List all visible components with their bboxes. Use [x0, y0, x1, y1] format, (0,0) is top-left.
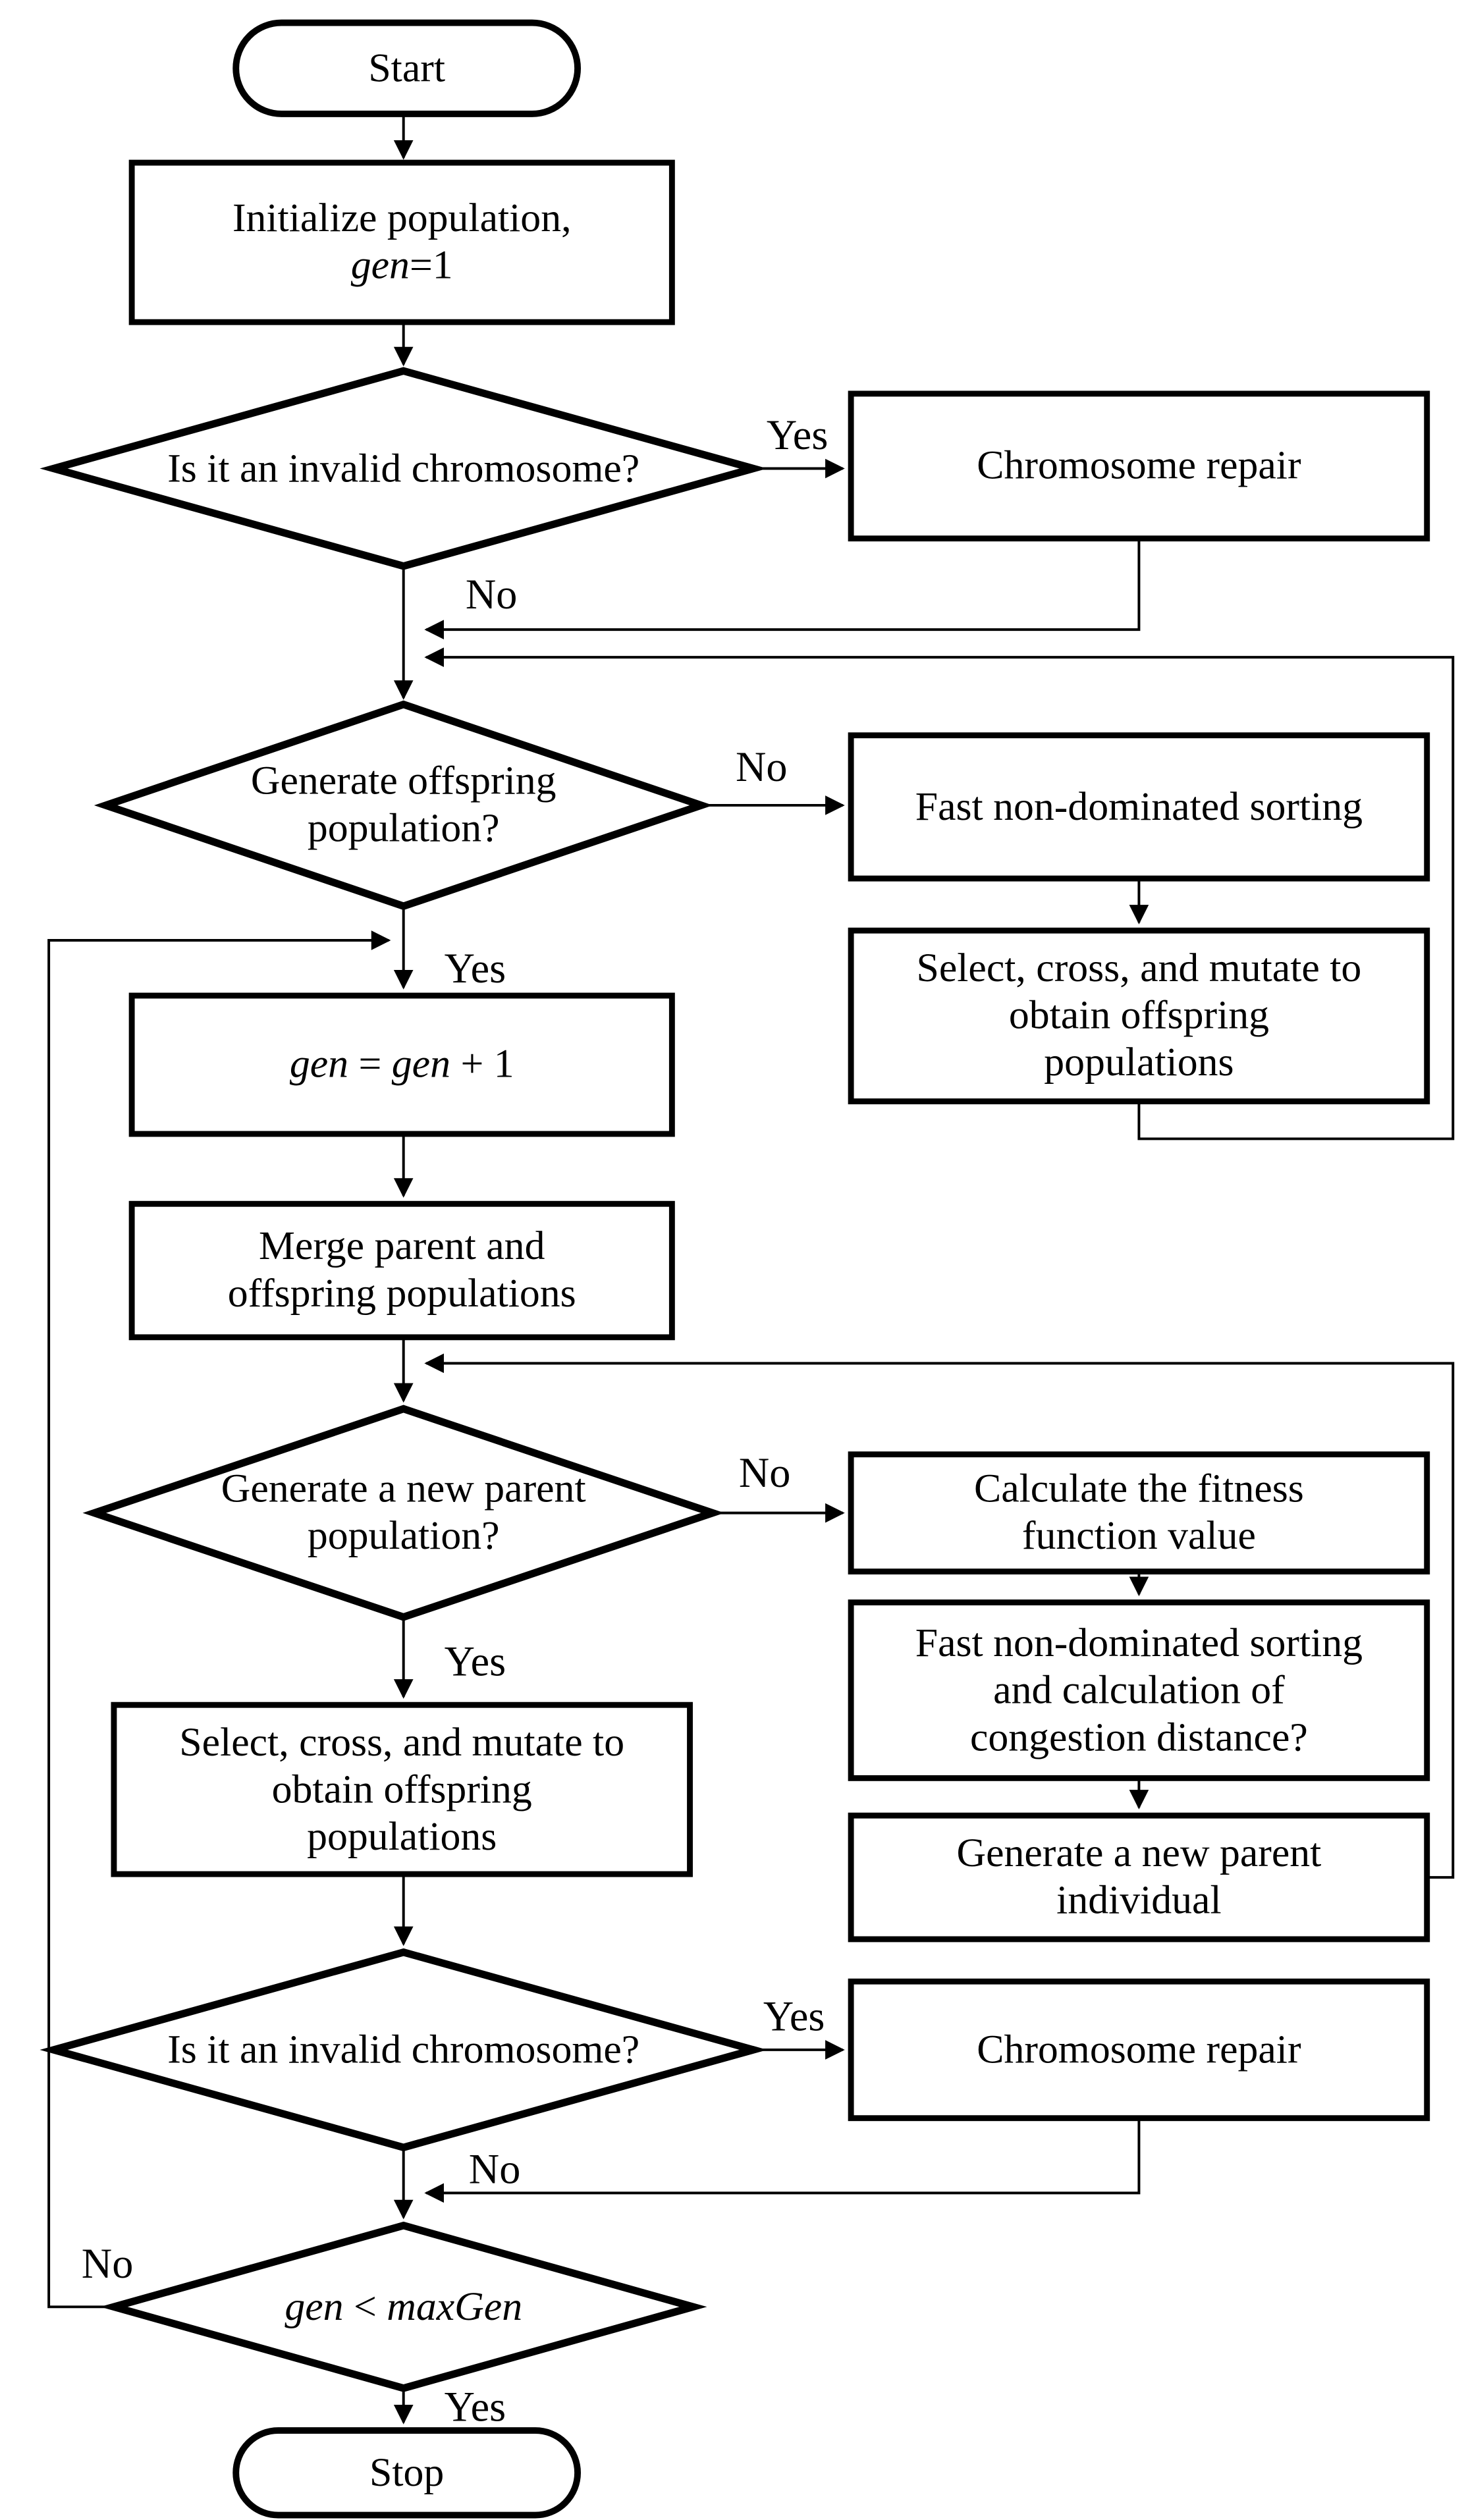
edge-label-invalid2-no: No	[468, 2145, 521, 2193]
new-parent-population-label: Generate a new parent population?	[221, 1467, 586, 1559]
edge-label-invalid2-yes: Yes	[763, 1993, 825, 2041]
process-gen-increment-shape	[128, 992, 675, 1137]
stop-terminator-shape	[232, 2427, 582, 2519]
edge-label-offspring-yes: Yes	[444, 945, 506, 993]
flow-maxgen-no-loop	[47, 930, 391, 2309]
fast-sorting-1-label: Fast non-dominated sorting	[915, 785, 1363, 829]
edge-label-newparent-yes: Yes	[444, 1638, 506, 1686]
process-fast-sorting-1-shape	[848, 732, 1430, 882]
chromosome-repair-2-label: Chromosome repair	[977, 2027, 1301, 2072]
initialize-population-line1: Initialize population,	[232, 196, 572, 241]
process-initialize-population-shape	[128, 159, 675, 325]
invalid-chromosome-1-label: Is it an invalid chromosome?	[167, 446, 640, 491]
edge-label-invalid1-no: No	[465, 571, 518, 618]
process-select-cross-mutate-1-shape	[848, 927, 1430, 1105]
process-fast-sorting-congestion-shape	[848, 1599, 1430, 1781]
initialize-population-line2: gen=1	[350, 244, 453, 288]
select-cross-mutate-2-label: Select, cross, and mutate to obtain offs…	[179, 1720, 625, 1859]
fitness-value-label: Calculate the fitness function value	[974, 1467, 1304, 1559]
process-chromosome-repair-1-shape	[848, 390, 1430, 542]
process-select-cross-mutate-2-shape	[111, 1702, 693, 1877]
process-chromosome-repair-2-shape	[848, 1978, 1430, 2122]
process-new-parent-individual-shape	[848, 1812, 1430, 1943]
start-label: Start	[368, 46, 445, 91]
gen-increment-label: gen = gen + 1	[289, 1042, 514, 1087]
edge-label-offspring-no: No	[735, 743, 788, 791]
process-fitness-value-shape	[848, 1451, 1430, 1575]
process-merge-populations-shape	[128, 1200, 675, 1341]
generate-offspring-label: Generate offspring population?	[250, 759, 557, 851]
initialize-population-label: Initialize population, gen=1	[132, 163, 672, 322]
merge-populations-label: Merge parent and offspring populations	[227, 1225, 576, 1316]
edge-label-maxgen-yes: Yes	[444, 2383, 506, 2431]
chromosome-repair-1-label: Chromosome repair	[977, 444, 1301, 489]
flow-repair2-return	[424, 2118, 1141, 2203]
flow-newindividual-return	[424, 1353, 1455, 1879]
start-terminator-shape	[232, 19, 582, 117]
invalid-chromosome-2-label: Is it an invalid chromosome?	[167, 2027, 640, 2072]
gen-maxgen-label: gen < maxGen	[285, 2284, 523, 2329]
flow-repair1-return	[424, 538, 1141, 639]
flow-selectcross1-return	[424, 647, 1455, 1140]
fast-sorting-congestion-label: Fast non-dominated sorting and calculati…	[915, 1621, 1363, 1759]
edge-label-invalid1-yes: Yes	[766, 412, 828, 459]
select-cross-mutate-1-label: Select, cross, and mutate to obtain offs…	[916, 946, 1362, 1085]
edge-label-maxgen-no: No	[81, 2240, 134, 2288]
edge-label-newparent-no: No	[738, 1449, 791, 1497]
stop-label: Stop	[369, 2450, 445, 2495]
new-parent-individual-label: Generate a new parent individual	[956, 1831, 1322, 1923]
